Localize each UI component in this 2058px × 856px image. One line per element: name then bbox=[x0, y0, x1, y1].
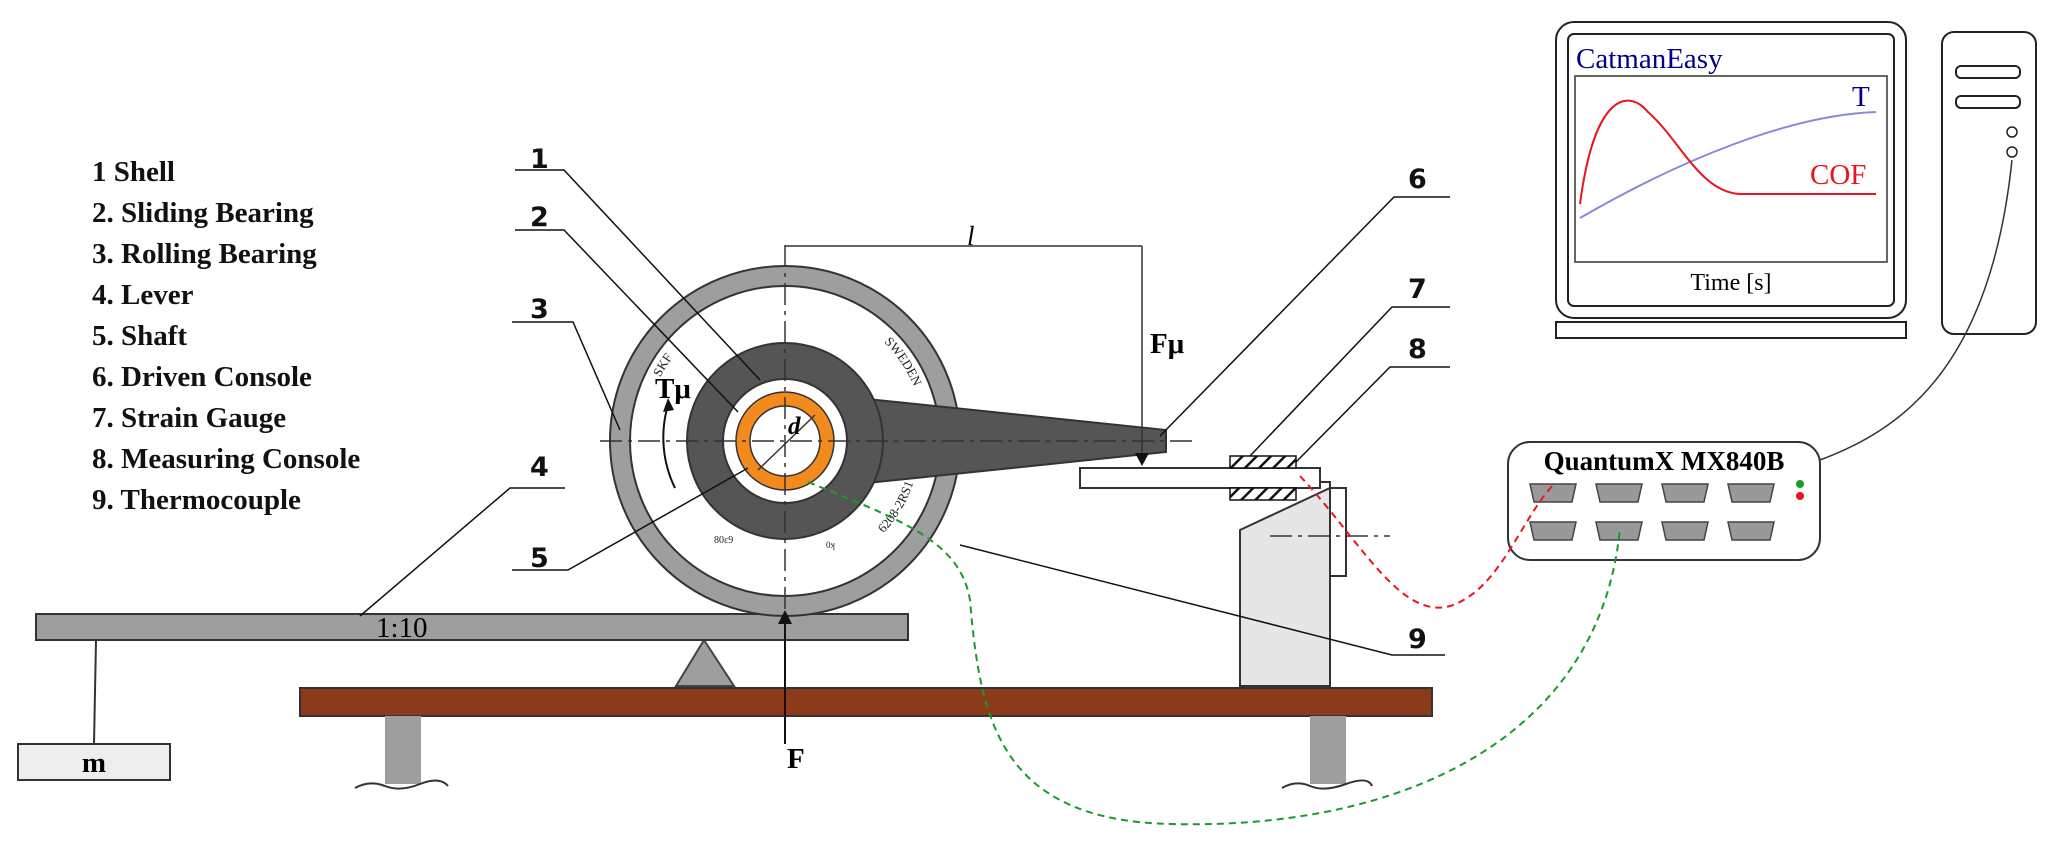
leader-9 bbox=[959, 544, 1445, 656]
legend-item-thermocouple: 9. Thermocouple bbox=[92, 484, 301, 516]
bearing-text-small-1: 80ɛ9 bbox=[714, 535, 733, 546]
power-button bbox=[2006, 126, 2018, 138]
console-post bbox=[1239, 486, 1331, 687]
leader-7 bbox=[1249, 306, 1450, 457]
cable-strain-gauge bbox=[1299, 475, 1555, 609]
friction-torque-arrow bbox=[662, 404, 676, 489]
base-table bbox=[299, 687, 1433, 790]
lever-assembly: 1:10 m bbox=[17, 612, 909, 781]
leader-4 bbox=[359, 487, 565, 617]
strain-gauge-top bbox=[1229, 455, 1297, 469]
connector-row-1 bbox=[1529, 483, 1775, 503]
connector bbox=[1727, 521, 1775, 541]
legend-item-rolling-bearing: 3. Rolling Bearing bbox=[92, 238, 317, 270]
friction-torque-arrowhead bbox=[663, 398, 674, 412]
legend: 1 Shell 2. Sliding Bearing 3. Rolling Be… bbox=[92, 152, 360, 521]
forces: l Fμ F bbox=[778, 221, 1185, 775]
callout-9: 9 bbox=[1408, 624, 1427, 655]
status-led-green bbox=[1796, 480, 1804, 488]
connector bbox=[1529, 483, 1577, 503]
diameter-line bbox=[757, 414, 816, 471]
plot-xlabel: Time [s] bbox=[1690, 270, 1771, 296]
break-line-right bbox=[1281, 779, 1373, 790]
legend-item-measuring-console: 8. Measuring Console bbox=[92, 443, 361, 475]
legend-item-driven-console: 6. Driven Console bbox=[92, 361, 312, 393]
strain-gauge-bottom bbox=[1229, 487, 1297, 501]
callout-5: 5 bbox=[530, 543, 549, 574]
legend-item-sliding-bearing: 2. Sliding Bearing bbox=[92, 197, 314, 229]
mass-hanger bbox=[93, 639, 97, 745]
series-cof-line bbox=[1579, 99, 1876, 205]
leader-8 bbox=[1295, 366, 1450, 463]
mass-block bbox=[17, 743, 171, 781]
measuring-console bbox=[1079, 455, 1390, 687]
series-t-label: T bbox=[1852, 81, 1870, 113]
callout-7: 7 bbox=[1408, 274, 1427, 305]
callout-8: 8 bbox=[1408, 334, 1427, 365]
legend-item-shell: 1 Shell bbox=[92, 156, 175, 188]
bearing-text-small-2: 0ʞ bbox=[826, 540, 836, 550]
fulcrum bbox=[674, 638, 736, 687]
pc-tower bbox=[1941, 31, 2037, 335]
legend-item-strain-gauge: 7. Strain Gauge bbox=[92, 402, 287, 434]
callout-2: 2 bbox=[530, 202, 549, 233]
mass-label: m bbox=[82, 747, 106, 779]
connector bbox=[1661, 483, 1709, 503]
status-led-red bbox=[1796, 492, 1804, 500]
amplifier-name: QuantumX MX840B bbox=[1544, 446, 1785, 476]
friction-torque-label: Tμ bbox=[655, 373, 691, 405]
series-cof-label: COF bbox=[1810, 159, 1866, 191]
usb-port bbox=[2006, 146, 2018, 158]
cable-thermocouple bbox=[807, 481, 1621, 826]
bearing-assembly: SWEDEN SKF 6208-2RS1 80ɛ9 0ʞ d Tμ bbox=[600, 245, 1195, 640]
connector bbox=[1595, 483, 1643, 503]
series-t-line bbox=[1579, 111, 1877, 219]
normal-force-label: F bbox=[787, 743, 805, 775]
callout-3: 3 bbox=[530, 294, 549, 325]
break-line-left bbox=[354, 779, 449, 790]
connector-row-2 bbox=[1529, 521, 1775, 541]
friction-force-arrowhead bbox=[1135, 453, 1149, 466]
connector bbox=[1529, 521, 1577, 541]
callout-numbers: 1 2 3 4 5 6 7 8 9 bbox=[530, 144, 1427, 655]
console-beam bbox=[1079, 467, 1321, 489]
table-leg-left bbox=[385, 716, 421, 784]
base-table-top bbox=[299, 687, 1433, 717]
table-leg-right bbox=[1310, 716, 1346, 784]
monitor: CatmanEasy T COF Time [s] bbox=[1555, 21, 1907, 339]
callout-leaders bbox=[359, 169, 1450, 656]
connector bbox=[1727, 483, 1775, 503]
software-title: CatmanEasy bbox=[1576, 43, 1723, 75]
connector bbox=[1595, 521, 1643, 541]
plot-area bbox=[1574, 75, 1888, 263]
lever-bar bbox=[35, 613, 909, 641]
connector bbox=[1661, 521, 1709, 541]
lever-ratio-label: 1:10 bbox=[376, 612, 428, 644]
leader-6 bbox=[1159, 196, 1450, 437]
friction-force-label: Fμ bbox=[1150, 328, 1185, 360]
callout-1: 1 bbox=[530, 144, 549, 175]
cables bbox=[807, 159, 2013, 826]
drive-bay-2 bbox=[1955, 95, 2021, 109]
length-label: l bbox=[967, 221, 975, 251]
normal-force-arrowhead bbox=[778, 610, 792, 624]
amplifier: QuantumX MX840B bbox=[1507, 441, 1821, 561]
leader-5 bbox=[512, 467, 749, 571]
legend-item-lever: 4. Lever bbox=[92, 279, 194, 311]
callout-4: 4 bbox=[530, 452, 549, 483]
cable-amplifier-to-pc bbox=[1819, 159, 2013, 461]
legend-item-shaft: 5. Shaft bbox=[92, 320, 188, 352]
drive-bay-1 bbox=[1955, 65, 2021, 79]
diameter-label: d bbox=[788, 413, 801, 440]
leader-2 bbox=[515, 229, 739, 413]
monitor-base bbox=[1555, 321, 1907, 339]
leader-1 bbox=[515, 169, 761, 381]
leader-3 bbox=[512, 321, 621, 431]
callout-6: 6 bbox=[1408, 164, 1427, 195]
